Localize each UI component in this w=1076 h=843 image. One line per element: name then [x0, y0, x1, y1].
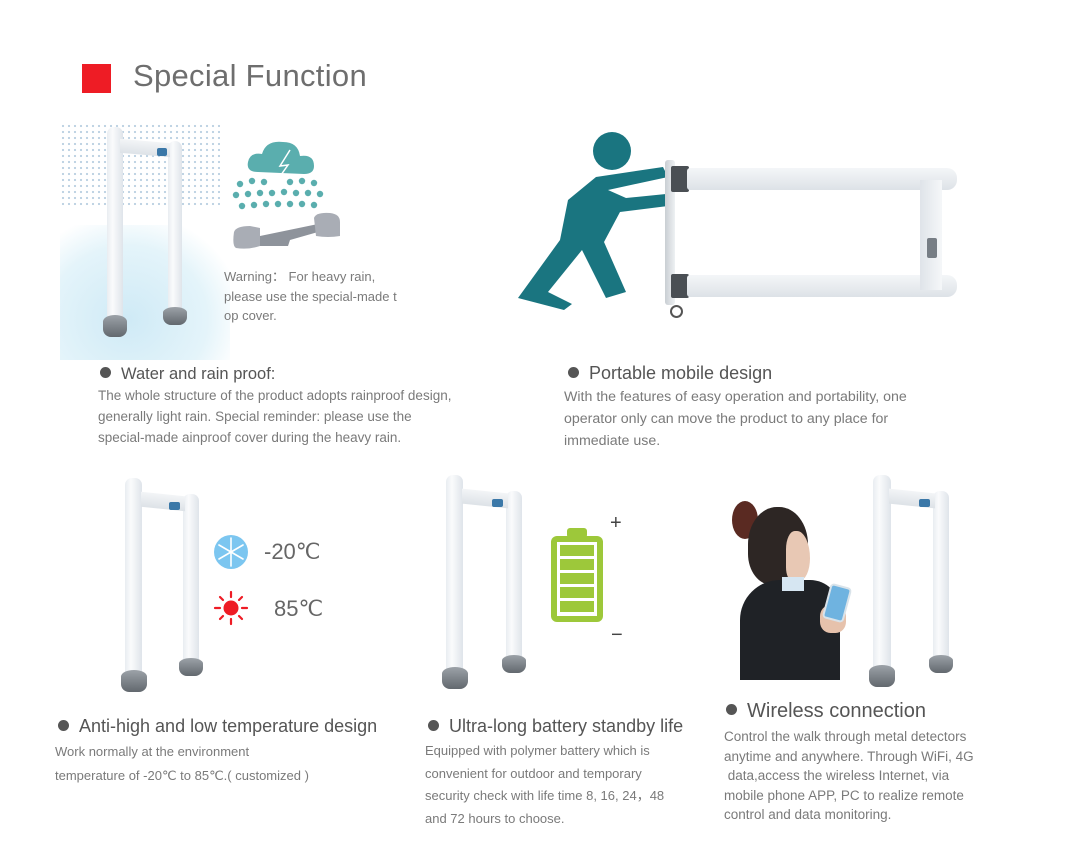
- rain-warning-text: Warning： For heavy rain, please use the …: [224, 269, 397, 323]
- detector-bottom-pillar: [687, 275, 957, 297]
- detector-screen: [927, 238, 937, 258]
- top-cover-image: [233, 212, 340, 249]
- detector-right-foot: [179, 658, 203, 676]
- pushing-person-icon: [518, 132, 668, 310]
- detector-wheel: [670, 305, 683, 318]
- shirt-collar: [782, 577, 804, 591]
- feature-body-portable-mobile-design: With the features of easy operation and …: [564, 389, 907, 449]
- detector-right-foot: [502, 655, 526, 673]
- detector-left-pillar: [107, 127, 123, 327]
- detector-screen: [169, 502, 180, 510]
- detector-left-foot: [869, 665, 895, 687]
- detector-left-foot: [103, 315, 127, 337]
- feature-title-temperature-design: Anti-high and low temperature design: [58, 716, 377, 737]
- feature-body-battery-life: Equipped with polymer battery which is c…: [425, 743, 665, 826]
- feature-body-water-rain-proof: The whole structure of the product adopt…: [98, 388, 452, 445]
- feature-title-water-rain-proof: Water and rain proof:: [100, 365, 275, 384]
- temperature-low-value: -20℃: [264, 539, 321, 564]
- detector-right-pillar: [183, 494, 199, 674]
- woman-with-phone-image: [728, 495, 863, 680]
- detector-base-plate: [665, 160, 675, 305]
- detector-crossbeam: [920, 180, 942, 290]
- detector-dark-cap-top: [671, 166, 689, 192]
- mist-dots: [60, 123, 220, 208]
- sun-icon: [213, 590, 249, 626]
- rain-cloud-icon: [232, 141, 324, 210]
- page-title: Special Function: [133, 58, 367, 93]
- battery-plus-sign: +: [610, 512, 622, 534]
- detector-top-pillar: [687, 168, 957, 190]
- battery-minus-sign: −: [611, 624, 623, 646]
- temperature-detector-image: [115, 478, 215, 693]
- feature-body-wireless-connection: Control the walk through metal detectors…: [724, 729, 974, 822]
- detector-on-side-image: [665, 160, 965, 320]
- detector-right-pillar: [168, 141, 182, 317]
- rain-proof-illustration: [60, 115, 230, 360]
- bullet-icon: [726, 704, 737, 716]
- detector-left-pillar: [446, 475, 463, 675]
- temperature-high-value: 85℃: [274, 596, 324, 621]
- detector-dark-cap-bottom: [671, 274, 689, 298]
- battery-detector-image: [438, 475, 538, 690]
- detector-right-pillar: [933, 491, 949, 671]
- detector-right-pillar: [506, 491, 522, 671]
- detector-right-foot: [163, 307, 187, 325]
- face: [786, 531, 810, 581]
- detector-left-pillar: [873, 475, 891, 673]
- water-glow: [60, 225, 230, 360]
- bullet-icon: [100, 367, 111, 379]
- feature-title-wireless-connection: Wireless connection: [726, 700, 926, 723]
- title-accent-square: [82, 64, 111, 93]
- feature-title-portable-mobile-design: Portable mobile design: [568, 363, 772, 384]
- bullet-icon: [568, 366, 579, 378]
- feature-body-temperature-design: Work normally at the environment tempera…: [55, 744, 309, 783]
- detector-left-foot: [442, 667, 468, 689]
- feature-title-battery-life: Ultra-long battery standby life: [428, 716, 683, 737]
- detector-right-foot: [929, 655, 953, 673]
- bullet-icon: [428, 719, 439, 731]
- detector-screen: [157, 148, 167, 156]
- wireless-detector-image: [865, 475, 965, 690]
- detector-screen: [492, 499, 503, 507]
- bullet-icon: [58, 719, 69, 731]
- detector-screen: [919, 499, 930, 507]
- detector-left-pillar: [125, 478, 142, 678]
- detector-left-foot: [121, 670, 147, 692]
- snowflake-icon: [214, 535, 248, 569]
- battery-icon: [551, 528, 603, 622]
